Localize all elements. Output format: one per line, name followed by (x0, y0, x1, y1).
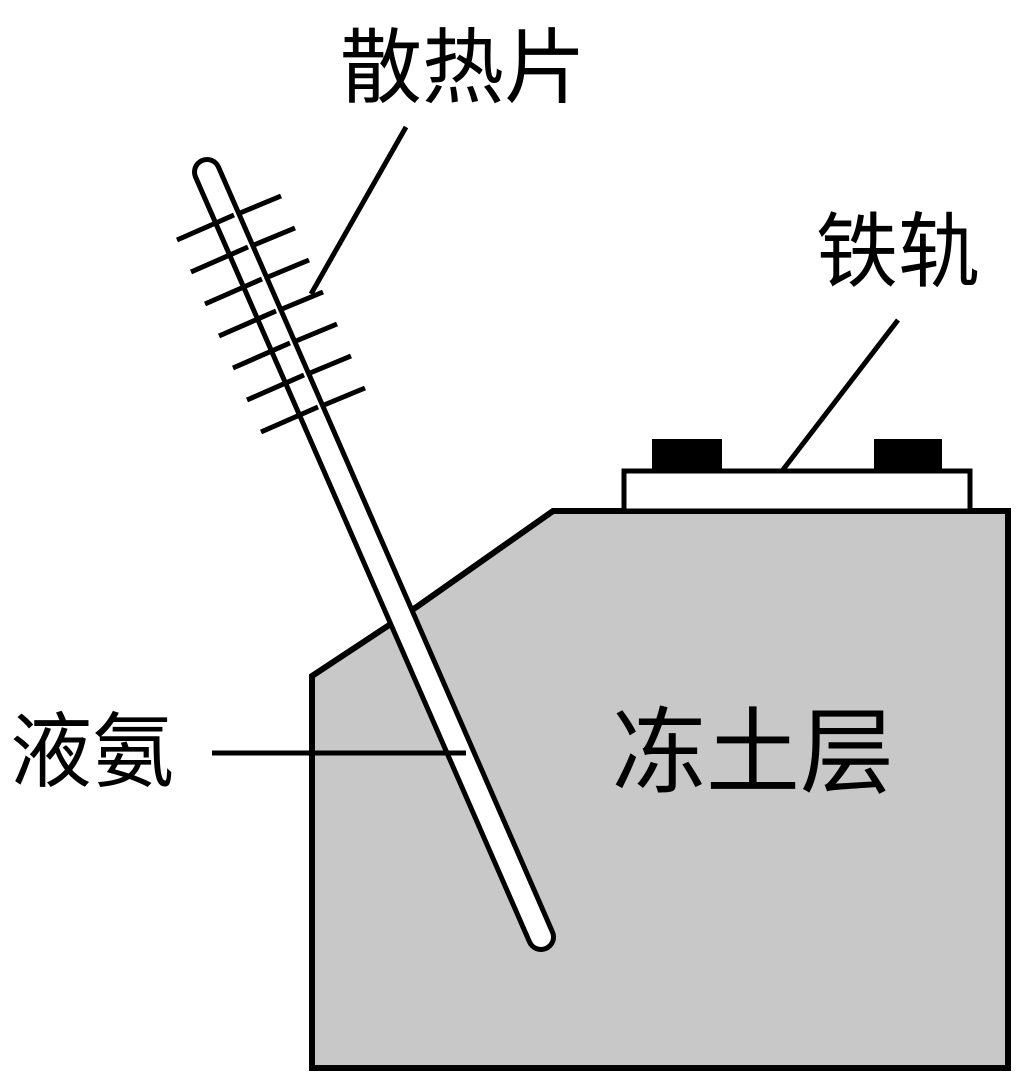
heat-sink-fins (175, 193, 366, 435)
heat-pipe (192, 157, 556, 952)
liquid-ammonia-label: 液氨 (10, 705, 174, 800)
frozen-soil-label: 冻土层 (612, 699, 894, 808)
rail-leader (780, 318, 900, 473)
frozen-soil-block (309, 508, 1011, 1071)
rail-bed (621, 468, 973, 514)
rail-right (874, 439, 942, 472)
heat-sink-leader (308, 125, 409, 296)
rail-left (652, 439, 722, 472)
rail-label: 铁轨 (816, 205, 980, 300)
heat-sink-label: 散热片 (340, 21, 586, 116)
